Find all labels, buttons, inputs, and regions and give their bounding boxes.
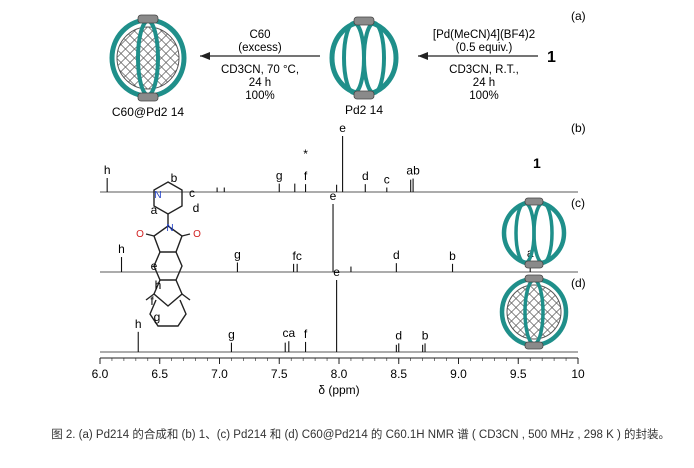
x-axis-tick-label: 10: [571, 367, 585, 381]
arrowhead-2: [200, 52, 210, 60]
spectrum-b-peak-label: e: [339, 121, 346, 135]
cage-pd2l4-icon: [329, 16, 399, 100]
ligand-label-b: 1: [533, 155, 541, 171]
spectrum-b-peak-label: g: [276, 169, 283, 183]
arrow2-time: 24 h: [249, 77, 271, 89]
struct-label-e: e: [151, 259, 158, 273]
cage-c60-icon: [109, 14, 187, 102]
panel-label-d: (d): [571, 276, 586, 290]
spectrum-c-peak-label: b: [449, 249, 456, 263]
ligand-structure: [145, 181, 191, 327]
product2-label: C60@Pd2 14: [112, 105, 185, 119]
x-axis-tick-label: 7.0: [211, 367, 228, 381]
x-axis-tick-label: 8.0: [331, 367, 348, 381]
struct-label-d: d: [193, 201, 200, 215]
spectrum-c-peak-label: g: [234, 247, 241, 261]
spectrum-b-peak-label: d: [362, 169, 369, 183]
arrow1-reagent: [Pd(MeCN)4](BF4)2: [433, 29, 535, 41]
spectrum-d-peak-label: e: [333, 265, 340, 279]
spectrum-b-peak-label: ab: [406, 164, 420, 178]
figure-caption: 图 2. (a) Pd214 的合成和 (b) 1、(c) Pd214 和 (d…: [51, 429, 670, 441]
struct-label-c: c: [189, 186, 195, 200]
struct-label-g: g: [154, 310, 161, 324]
x-axis-label: δ (ppm): [318, 383, 359, 397]
panel-label-b: (b): [571, 121, 586, 135]
ppm-axis: 10 9.5 9.0 8.5 8.0 7.5 7.0 6.5 6.0 δ (ppm): [92, 357, 585, 397]
x-axis-tick-label: 6.5: [151, 367, 168, 381]
struct-label-a: a: [151, 203, 158, 217]
spectrum-c-peak-label: fc: [293, 249, 302, 263]
struct-label-f: f: [150, 294, 154, 308]
arrow2-yield: 100%: [245, 90, 274, 102]
arrow1-yield: 100%: [469, 90, 498, 102]
atom-n-imide: N: [166, 223, 173, 234]
spectrum-b-peak-label: f: [304, 169, 308, 183]
spectrum-d-peak-label: f: [304, 327, 308, 341]
arrow1-solvent: CD3CN, R.T.,: [449, 64, 519, 76]
arrowhead-1: [418, 52, 428, 60]
product1-label: Pd2 14: [345, 103, 383, 117]
panel-label-a: (a): [571, 9, 586, 23]
spectrum-d-peak-label: h: [135, 317, 142, 331]
arrow2-equiv: (excess): [238, 42, 282, 54]
spectrum-c-peak-label: d: [393, 248, 400, 262]
x-axis-tick-label: 7.5: [271, 367, 288, 381]
spectrum-d-peak-label: d: [395, 328, 402, 342]
x-axis-tick-label: 9.5: [510, 367, 527, 381]
spectrum-b-peak-label: c: [384, 173, 390, 187]
cage-pd2l4-icon-c: [501, 197, 567, 269]
atom-o-left: O: [136, 229, 144, 240]
figure: (a) 1 [Pd(MeCN)4](BF4)2 (0.5 equiv.) CD3…: [92, 9, 586, 397]
spectrum-c-peak-label: e: [330, 189, 337, 203]
atom-n-pyridine: N: [154, 190, 161, 201]
struct-label-b: b: [171, 171, 178, 185]
x-axis-tick-label: 9.0: [450, 367, 467, 381]
spectrum-d-peak-label: b: [422, 328, 429, 342]
ligand-label: 1: [547, 49, 556, 66]
spectrum-d-peak-label: ca: [282, 326, 295, 340]
spectrum-d-peak-label: g: [228, 328, 235, 342]
arrow1-equiv: (0.5 equiv.): [456, 42, 513, 54]
arrow2-solvent: CD3CN, 70 °C,: [221, 64, 299, 76]
x-axis-tick-label: 6.0: [92, 367, 109, 381]
cage-c60-icon-d: [499, 274, 569, 350]
atom-o-right: O: [193, 229, 201, 240]
arrow1-time: 24 h: [473, 77, 495, 89]
struct-label-h: h: [155, 278, 162, 292]
x-axis-tick-label: 8.5: [390, 367, 407, 381]
spectrum-b-annotation: *: [303, 147, 308, 161]
spectrum-c-peak-label: h: [118, 242, 125, 256]
spectrum-b-peak-label: h: [104, 163, 111, 177]
panel-label-c: (c): [571, 196, 585, 210]
arrow2-reagent: C60: [249, 29, 270, 41]
